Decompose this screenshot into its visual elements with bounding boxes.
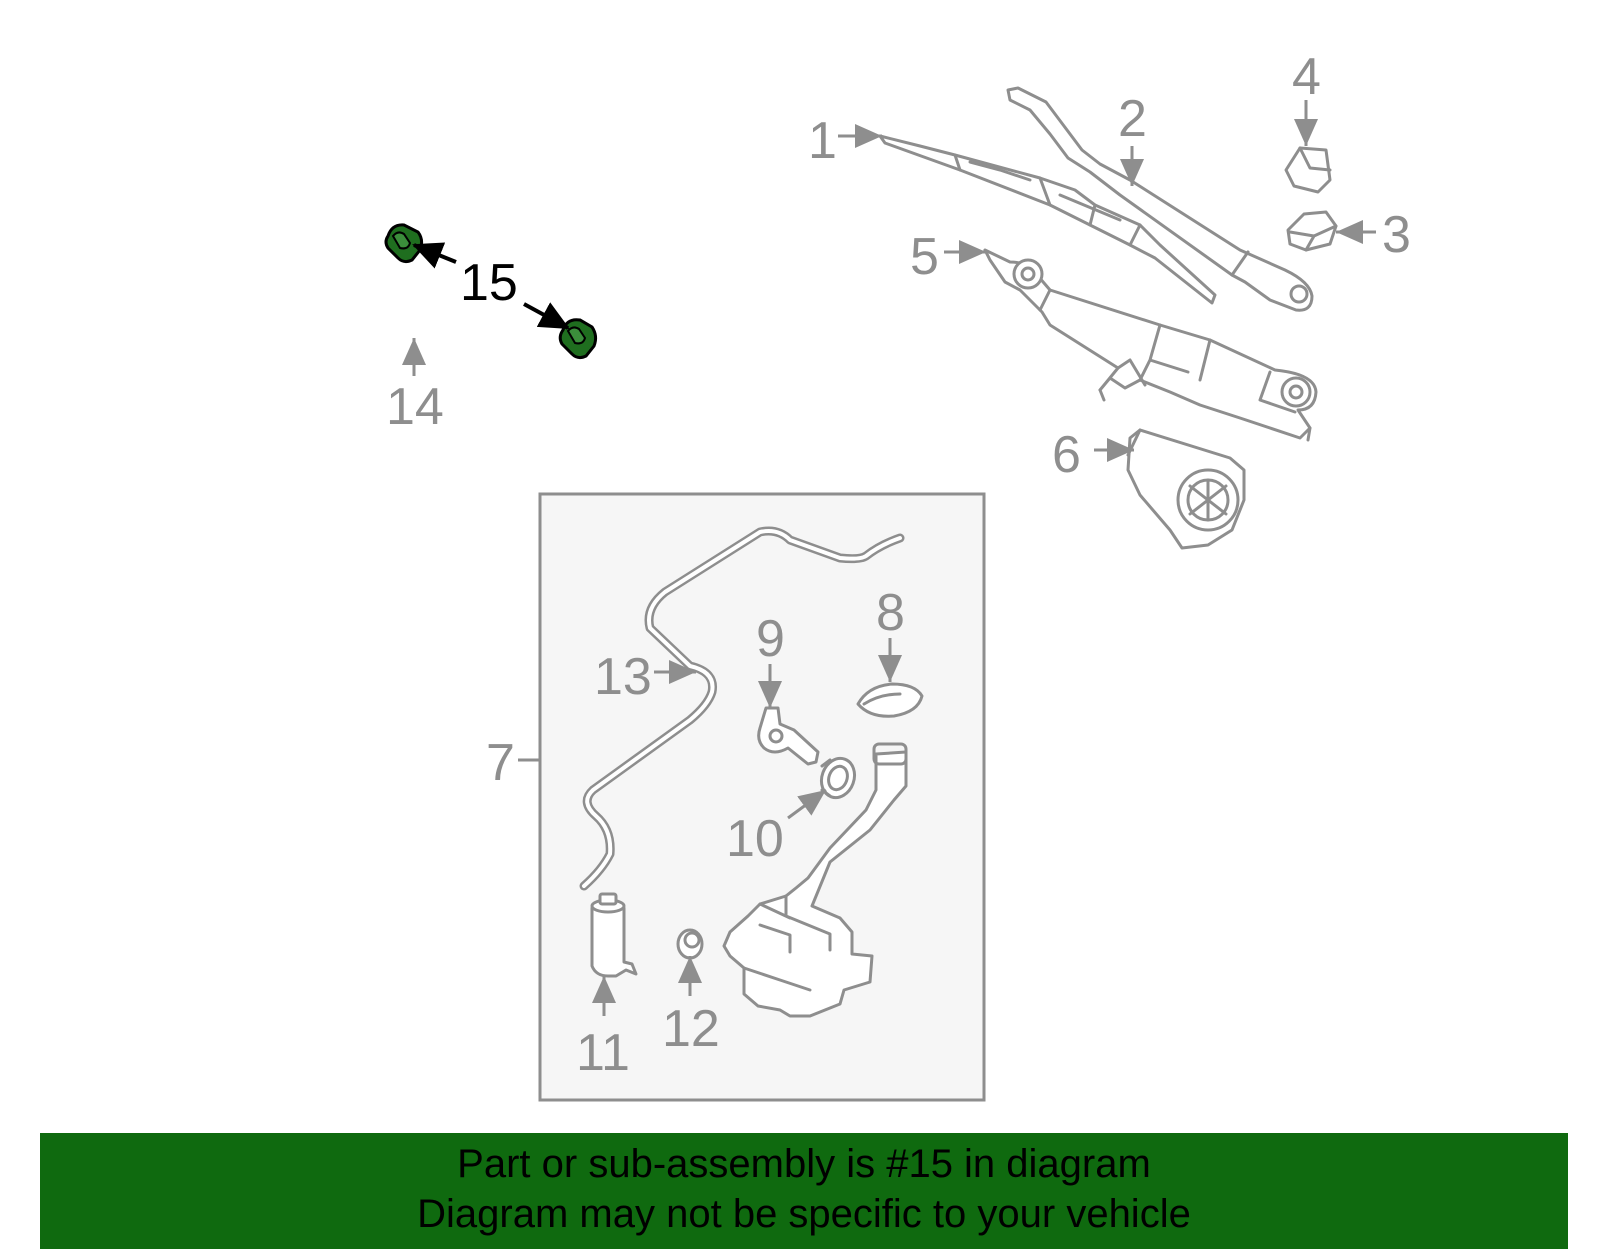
part-1-wiper-blade[interactable] <box>878 134 1217 305</box>
part-13-washer-hose[interactable] <box>579 526 905 891</box>
label-4: 4 <box>1292 48 1321 106</box>
arrow-15-lower <box>523 302 570 330</box>
part-2-wiper-arm[interactable] <box>1006 86 1314 312</box>
part-6-wiper-motor[interactable] <box>1126 428 1246 550</box>
label-10: 10 <box>726 810 784 868</box>
label-12: 12 <box>662 1000 720 1058</box>
label-13: 13 <box>594 648 652 706</box>
label-2: 2 <box>1118 90 1147 148</box>
label-9: 9 <box>756 610 785 668</box>
arrow-10 <box>787 788 827 820</box>
part-12-pump-grommet[interactable] <box>676 928 704 960</box>
part-9-connector[interactable] <box>757 706 820 766</box>
label-8: 8 <box>876 584 905 642</box>
reservoir-tank[interactable] <box>722 742 908 1018</box>
part-10-grommet[interactable] <box>816 754 860 803</box>
part-15-clip-upper[interactable] <box>384 223 424 264</box>
label-11: 11 <box>576 1024 630 1082</box>
part-3-nut[interactable] <box>1286 210 1338 252</box>
arrow-15-upper <box>412 242 457 269</box>
label-1: 1 <box>808 112 837 170</box>
part-8-filler-cap[interactable] <box>856 682 924 718</box>
info-banner: Part or sub-assembly is #15 in diagram D… <box>40 1133 1568 1249</box>
label-7: 7 <box>486 734 515 792</box>
label-15: 15 <box>460 254 518 312</box>
part-15-clip-lower[interactable] <box>558 318 598 360</box>
label-6: 6 <box>1052 426 1081 484</box>
banner-line-2: Diagram may not be specific to your vehi… <box>417 1192 1191 1236</box>
label-5: 5 <box>910 228 939 286</box>
part-14-washer-hose[interactable] <box>184 248 602 454</box>
banner-line-1: Part or sub-assembly is #15 in diagram <box>457 1142 1151 1186</box>
label-3: 3 <box>1382 206 1411 264</box>
label-14: 14 <box>386 378 444 436</box>
part-7-reservoir-assembly-box[interactable] <box>538 492 986 1102</box>
part-5-wiper-linkage[interactable] <box>983 248 1318 442</box>
part-4-arm-cap[interactable] <box>1284 146 1332 194</box>
part-11-washer-pump[interactable] <box>590 892 638 978</box>
